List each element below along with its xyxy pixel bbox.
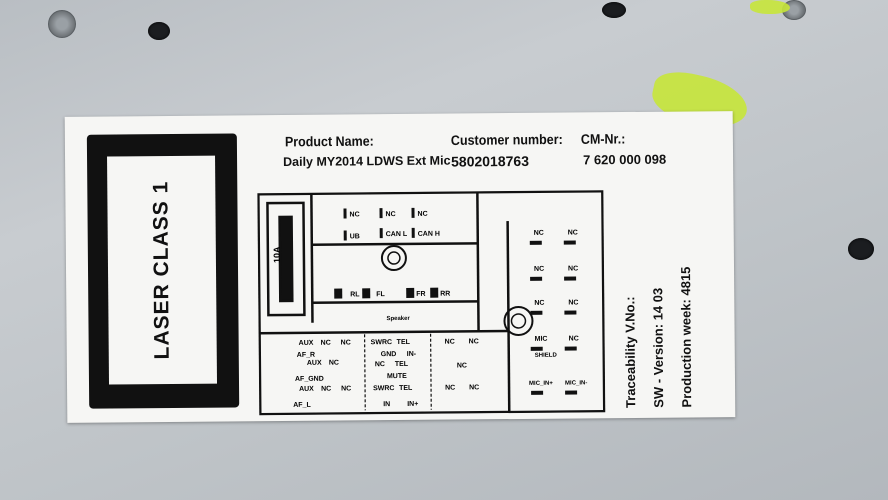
side-hole (503, 305, 534, 336)
screw (48, 10, 76, 38)
gnd-pin: GND (381, 351, 397, 358)
aux-af-l: AF_L (293, 402, 311, 409)
aux-nc: NC (341, 385, 351, 392)
in-pin: IN (383, 401, 390, 408)
aux-af-gnd: AF_GND (295, 376, 324, 383)
nc-pin: NC (445, 385, 455, 392)
pin-nc: NC (386, 211, 396, 218)
sw-version-text: SW - Version: 14 03 (650, 287, 667, 408)
mic-in-minus-pin: MIC_IN- (565, 380, 587, 386)
speaker-rl: RL (350, 291, 360, 298)
diagram-frame (257, 190, 606, 416)
swrc-pin: SWRC (371, 339, 392, 346)
mounting-hole (602, 2, 626, 18)
aux-nc: NC (321, 340, 331, 347)
nc-pin: NC (445, 339, 455, 346)
pin-can-h: CAN H (418, 231, 440, 238)
mic-nc: NC (534, 300, 544, 307)
cm-nr-value: 7 620 000 098 (583, 151, 667, 168)
aux-nc: NC (341, 339, 351, 346)
in-plus-pin: IN+ (407, 401, 418, 408)
swrc-pin: SWRC (373, 385, 394, 392)
mic-nc: NC (568, 229, 578, 236)
speaker-fr: FR (416, 291, 425, 298)
cm-nr-label: CM-Nr.: (580, 131, 626, 148)
aux-nc: NC (321, 386, 331, 393)
tel-pin: TEL (397, 339, 411, 346)
mounting-hole (848, 238, 874, 260)
pin-nc: NC (350, 211, 360, 218)
mic-nc: NC (534, 230, 544, 237)
laser-class-text: LASER CLASS 1 (149, 180, 174, 360)
product-name-label: Product Name: (284, 133, 374, 150)
nc-pin: NC (469, 384, 479, 391)
center-hole (380, 245, 407, 272)
mic-in-plus-pin: MIC_IN+ (529, 381, 553, 387)
paint-mark (750, 0, 790, 14)
mic-nc: NC (568, 299, 578, 306)
production-week-text: Production week: 4815 (678, 266, 695, 408)
product-label: LASER CLASS 1 Product Name: Daily MY2014… (64, 111, 736, 423)
in-minus-pin: IN- (407, 351, 417, 358)
mic-pin: MIC (535, 336, 548, 343)
customer-number-label: Customer number: (450, 131, 563, 149)
tel-pin: TEL (399, 385, 413, 392)
aux-nc: NC (329, 360, 339, 367)
product-name-value: Daily MY2014 LDWS Ext Mic (283, 153, 451, 170)
pin-ub: UB (350, 233, 360, 240)
mute-pin: MUTE (387, 373, 407, 380)
swrc-nc: NC (375, 361, 385, 368)
nc-pin: NC (469, 338, 479, 345)
speaker-fl: FL (376, 291, 385, 298)
aux-pin: AUX (307, 360, 322, 367)
mic-nc: NC (568, 265, 578, 272)
shield-pin: SHIELD (535, 353, 558, 359)
fuse-label: 10A (272, 246, 282, 263)
speaker-label: Speaker (386, 316, 410, 322)
laser-class-panel: LASER CLASS 1 (107, 155, 218, 385)
connector-pinout-diagram: 10A NC NC NC UB CAN L CAN H RL FL FR RR … (257, 190, 606, 416)
tel-pin: TEL (395, 361, 409, 368)
pin-nc: NC (418, 211, 428, 218)
aux-af-r: AF_R (297, 352, 315, 359)
pin-can-l: CAN L (386, 231, 408, 238)
customer-number-value: 5802018763 (451, 152, 530, 170)
speaker-rr: RR (440, 291, 450, 298)
traceability-text: Traceability V.No.: (622, 296, 639, 409)
aux-pin: AUX (299, 340, 314, 347)
aux-pin: AUX (299, 386, 314, 393)
mounting-hole (148, 22, 170, 40)
mic-nc: NC (534, 266, 544, 273)
nc-pin: NC (457, 362, 467, 369)
laser-class-box: LASER CLASS 1 (86, 133, 240, 409)
mic-nc: NC (569, 335, 579, 342)
